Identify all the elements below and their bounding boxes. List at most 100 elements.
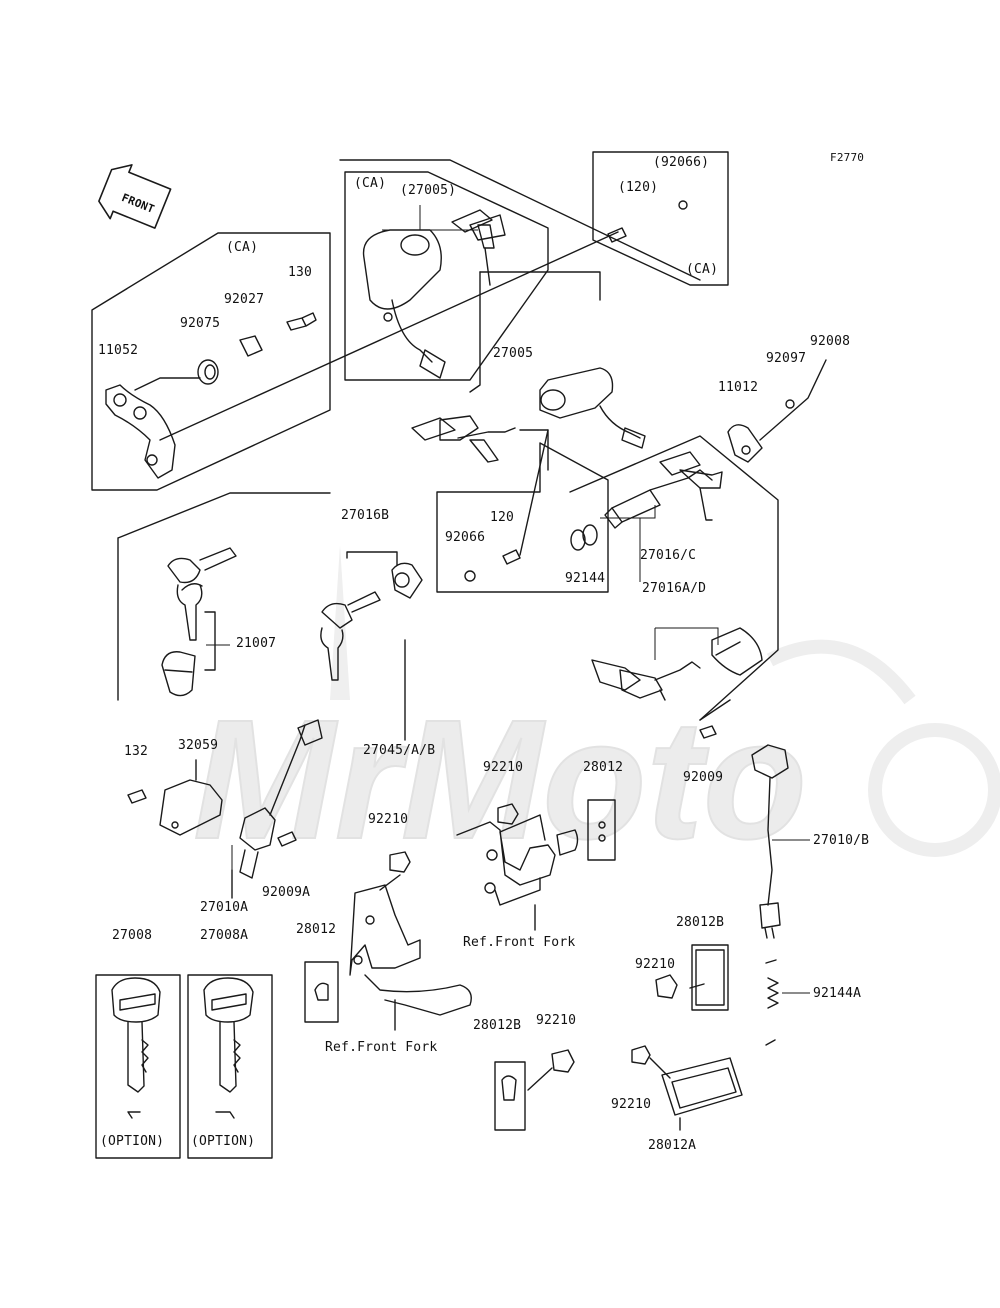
nut-92210-c <box>655 974 678 999</box>
key-27008 <box>111 977 161 1023</box>
label-11052: 11052 <box>98 343 139 358</box>
label-92144: 92144 <box>565 571 606 586</box>
label-28012A: 28012A <box>648 1138 697 1153</box>
screw-120 <box>502 549 521 565</box>
key-27008A <box>203 977 254 1023</box>
reflector-28012A <box>661 1057 743 1116</box>
label-21007: 21007 <box>236 636 277 651</box>
label-28012-a: 28012 <box>583 760 624 775</box>
nut-92210-a <box>497 803 519 825</box>
fork-bracket-2 <box>349 884 421 976</box>
label-32059: 32059 <box>178 738 219 753</box>
label-ref-front-fork-2: Ref.Front Fork <box>325 1040 438 1055</box>
key-27016B <box>321 602 353 629</box>
ca-left-box <box>91 232 331 491</box>
label-27005-ca: (27005) <box>400 183 457 198</box>
label-92210-a: 92210 <box>483 760 524 775</box>
bolt-132 <box>127 789 147 804</box>
lock-27016C <box>611 489 661 523</box>
switch-27010A <box>239 807 276 851</box>
label-120: 120 <box>490 510 515 525</box>
watermark-bike-line <box>766 639 916 705</box>
label-120-ca: (120) <box>618 180 659 195</box>
label-28012B-bottom: 28012B <box>473 1018 522 1033</box>
plate-28012-center <box>587 799 616 861</box>
label-27016C: 27016/C <box>640 548 697 563</box>
switch-27010B <box>751 744 789 779</box>
ca-center-box <box>344 171 549 381</box>
plate-28012B-bottom <box>494 1061 526 1131</box>
shaft-line <box>159 231 619 441</box>
label-92210-e: 92210 <box>611 1097 652 1112</box>
label-92210-c: 92210 <box>635 957 676 972</box>
label-ca-right: (CA) <box>686 262 719 277</box>
label-132: 132 <box>124 744 149 759</box>
right-outline <box>569 435 779 721</box>
label-92144A: 92144A <box>813 986 862 1001</box>
plate-28012-left <box>304 961 339 1023</box>
label-27008: 27008 <box>112 928 153 943</box>
plate-11012 <box>727 424 763 463</box>
label-27045: 27045/A/B <box>363 743 436 758</box>
nut-92210-e <box>631 1045 651 1065</box>
label-92075: 92075 <box>180 316 221 331</box>
label-27008A: 27008A <box>200 928 249 943</box>
figure-code: F2770 <box>830 151 865 164</box>
fork-bracket-1 <box>456 814 556 886</box>
spring-92144 <box>570 529 586 551</box>
label-92008: 92008 <box>810 334 851 349</box>
screw-92009 <box>699 725 717 739</box>
screw-120-ca <box>607 227 627 243</box>
nut-92066-ca <box>678 200 688 210</box>
bracket-32059 <box>159 779 223 836</box>
spring-92144A <box>767 977 779 1009</box>
ca-right-box <box>592 151 729 286</box>
label-ca-left: (CA) <box>226 240 259 255</box>
nut-92210-b <box>389 851 411 873</box>
label-92009A: 92009A <box>262 885 311 900</box>
watermark-spire <box>330 545 350 700</box>
label-ca-top: (CA) <box>354 176 387 191</box>
label-ref-front-fork-1: Ref.Front Fork <box>463 935 576 950</box>
label-11012: 11012 <box>718 380 759 395</box>
option-box-1 <box>95 974 181 1159</box>
label-27010A: 27010A <box>200 900 249 915</box>
option-box-2 <box>187 974 273 1159</box>
bolt-130 <box>286 312 317 331</box>
label-28012B-right: 28012B <box>676 915 725 930</box>
ignition-switch-top <box>362 229 442 310</box>
label-130: 130 <box>288 265 313 280</box>
label-27005: 27005 <box>493 346 534 361</box>
label-27016B: 27016B <box>341 508 390 523</box>
key-top-1 <box>451 209 493 233</box>
bracket-11052 <box>105 384 176 479</box>
key-27016AD-a <box>591 659 641 691</box>
leader-lines <box>206 205 810 994</box>
label-92097: 92097 <box>766 351 807 366</box>
nut-92210-d <box>551 1049 575 1073</box>
screw-92009A <box>277 831 297 847</box>
collar-92027 <box>239 335 263 357</box>
label-27016AD: 27016A/D <box>642 581 707 596</box>
label-option-1: (OPTION) <box>100 1134 165 1149</box>
middle-box <box>436 442 609 593</box>
label-option-2: (OPTION) <box>191 1134 256 1149</box>
lock-27016AD <box>711 627 763 676</box>
key-27016C <box>659 451 723 489</box>
lock-27016B <box>391 562 423 599</box>
grommet-92075 <box>197 359 219 385</box>
cap-21007 <box>161 651 196 697</box>
ignition-switch-27005 <box>539 367 614 419</box>
key-21007-a <box>167 557 201 584</box>
label-92066: 92066 <box>445 530 486 545</box>
watermark-wheel <box>868 723 1000 857</box>
watermark: MrMoto <box>192 545 1000 876</box>
left-outline <box>117 492 331 701</box>
label-27010B: 27010/B <box>813 833 870 848</box>
front-arrow-icon <box>98 164 172 229</box>
label-92210-d: 92210 <box>536 1013 577 1028</box>
label-92210-b: 92210 <box>368 812 409 827</box>
label-28012-left: 28012 <box>296 922 337 937</box>
